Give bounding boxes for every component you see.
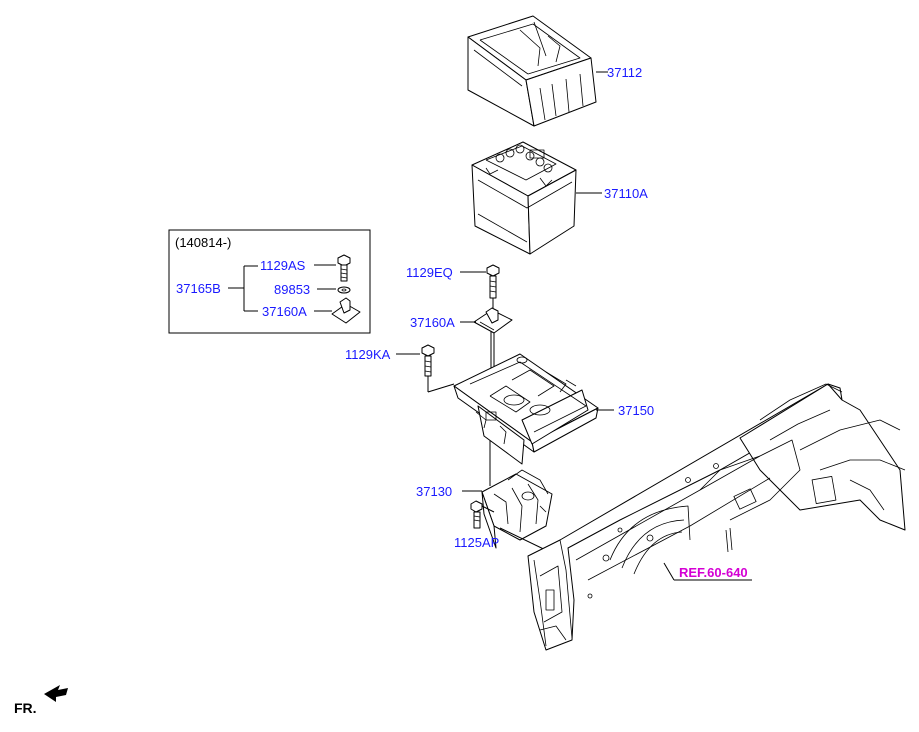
label-37130: 37130	[416, 484, 452, 499]
label-37112: 37112	[607, 65, 642, 80]
inset-clamp	[331, 297, 361, 324]
label-37150: 37150	[618, 403, 654, 418]
battery	[471, 141, 577, 255]
battery-tray-box	[467, 15, 597, 127]
front-label: FR.	[14, 700, 37, 716]
bracket-bolt	[470, 500, 483, 529]
leader-lines	[396, 71, 752, 581]
tray-bolt	[421, 344, 435, 377]
front-indicator: FR.	[14, 685, 68, 716]
body-frame	[527, 383, 906, 651]
label-37165B: 37165B	[176, 281, 221, 296]
inset-date-label: (140814-)	[175, 235, 231, 250]
inset-bolt	[337, 254, 351, 282]
label-37110A: 37110A	[604, 186, 648, 201]
label-1129KA: 1129KA	[345, 347, 391, 362]
front-arrow-icon	[44, 685, 68, 702]
label-1129EQ: 1129EQ	[406, 265, 453, 280]
inset-box	[168, 229, 371, 334]
label-ref[interactable]: REF.60-640	[679, 565, 748, 580]
label-89853: 89853	[274, 282, 310, 297]
inset-washer	[337, 286, 351, 294]
battery-tray	[453, 353, 599, 465]
hold-down-clamp	[473, 307, 513, 334]
label-1125AP: 1125AP	[454, 535, 499, 550]
label-1129AS: 1129AS	[260, 258, 306, 273]
label-37160A: 37160A	[410, 315, 455, 330]
hook-bolt	[486, 264, 500, 299]
tray-bracket	[481, 469, 553, 549]
inset-leaders	[228, 264, 336, 312]
label-37160A-kit: 37160A	[262, 304, 307, 319]
